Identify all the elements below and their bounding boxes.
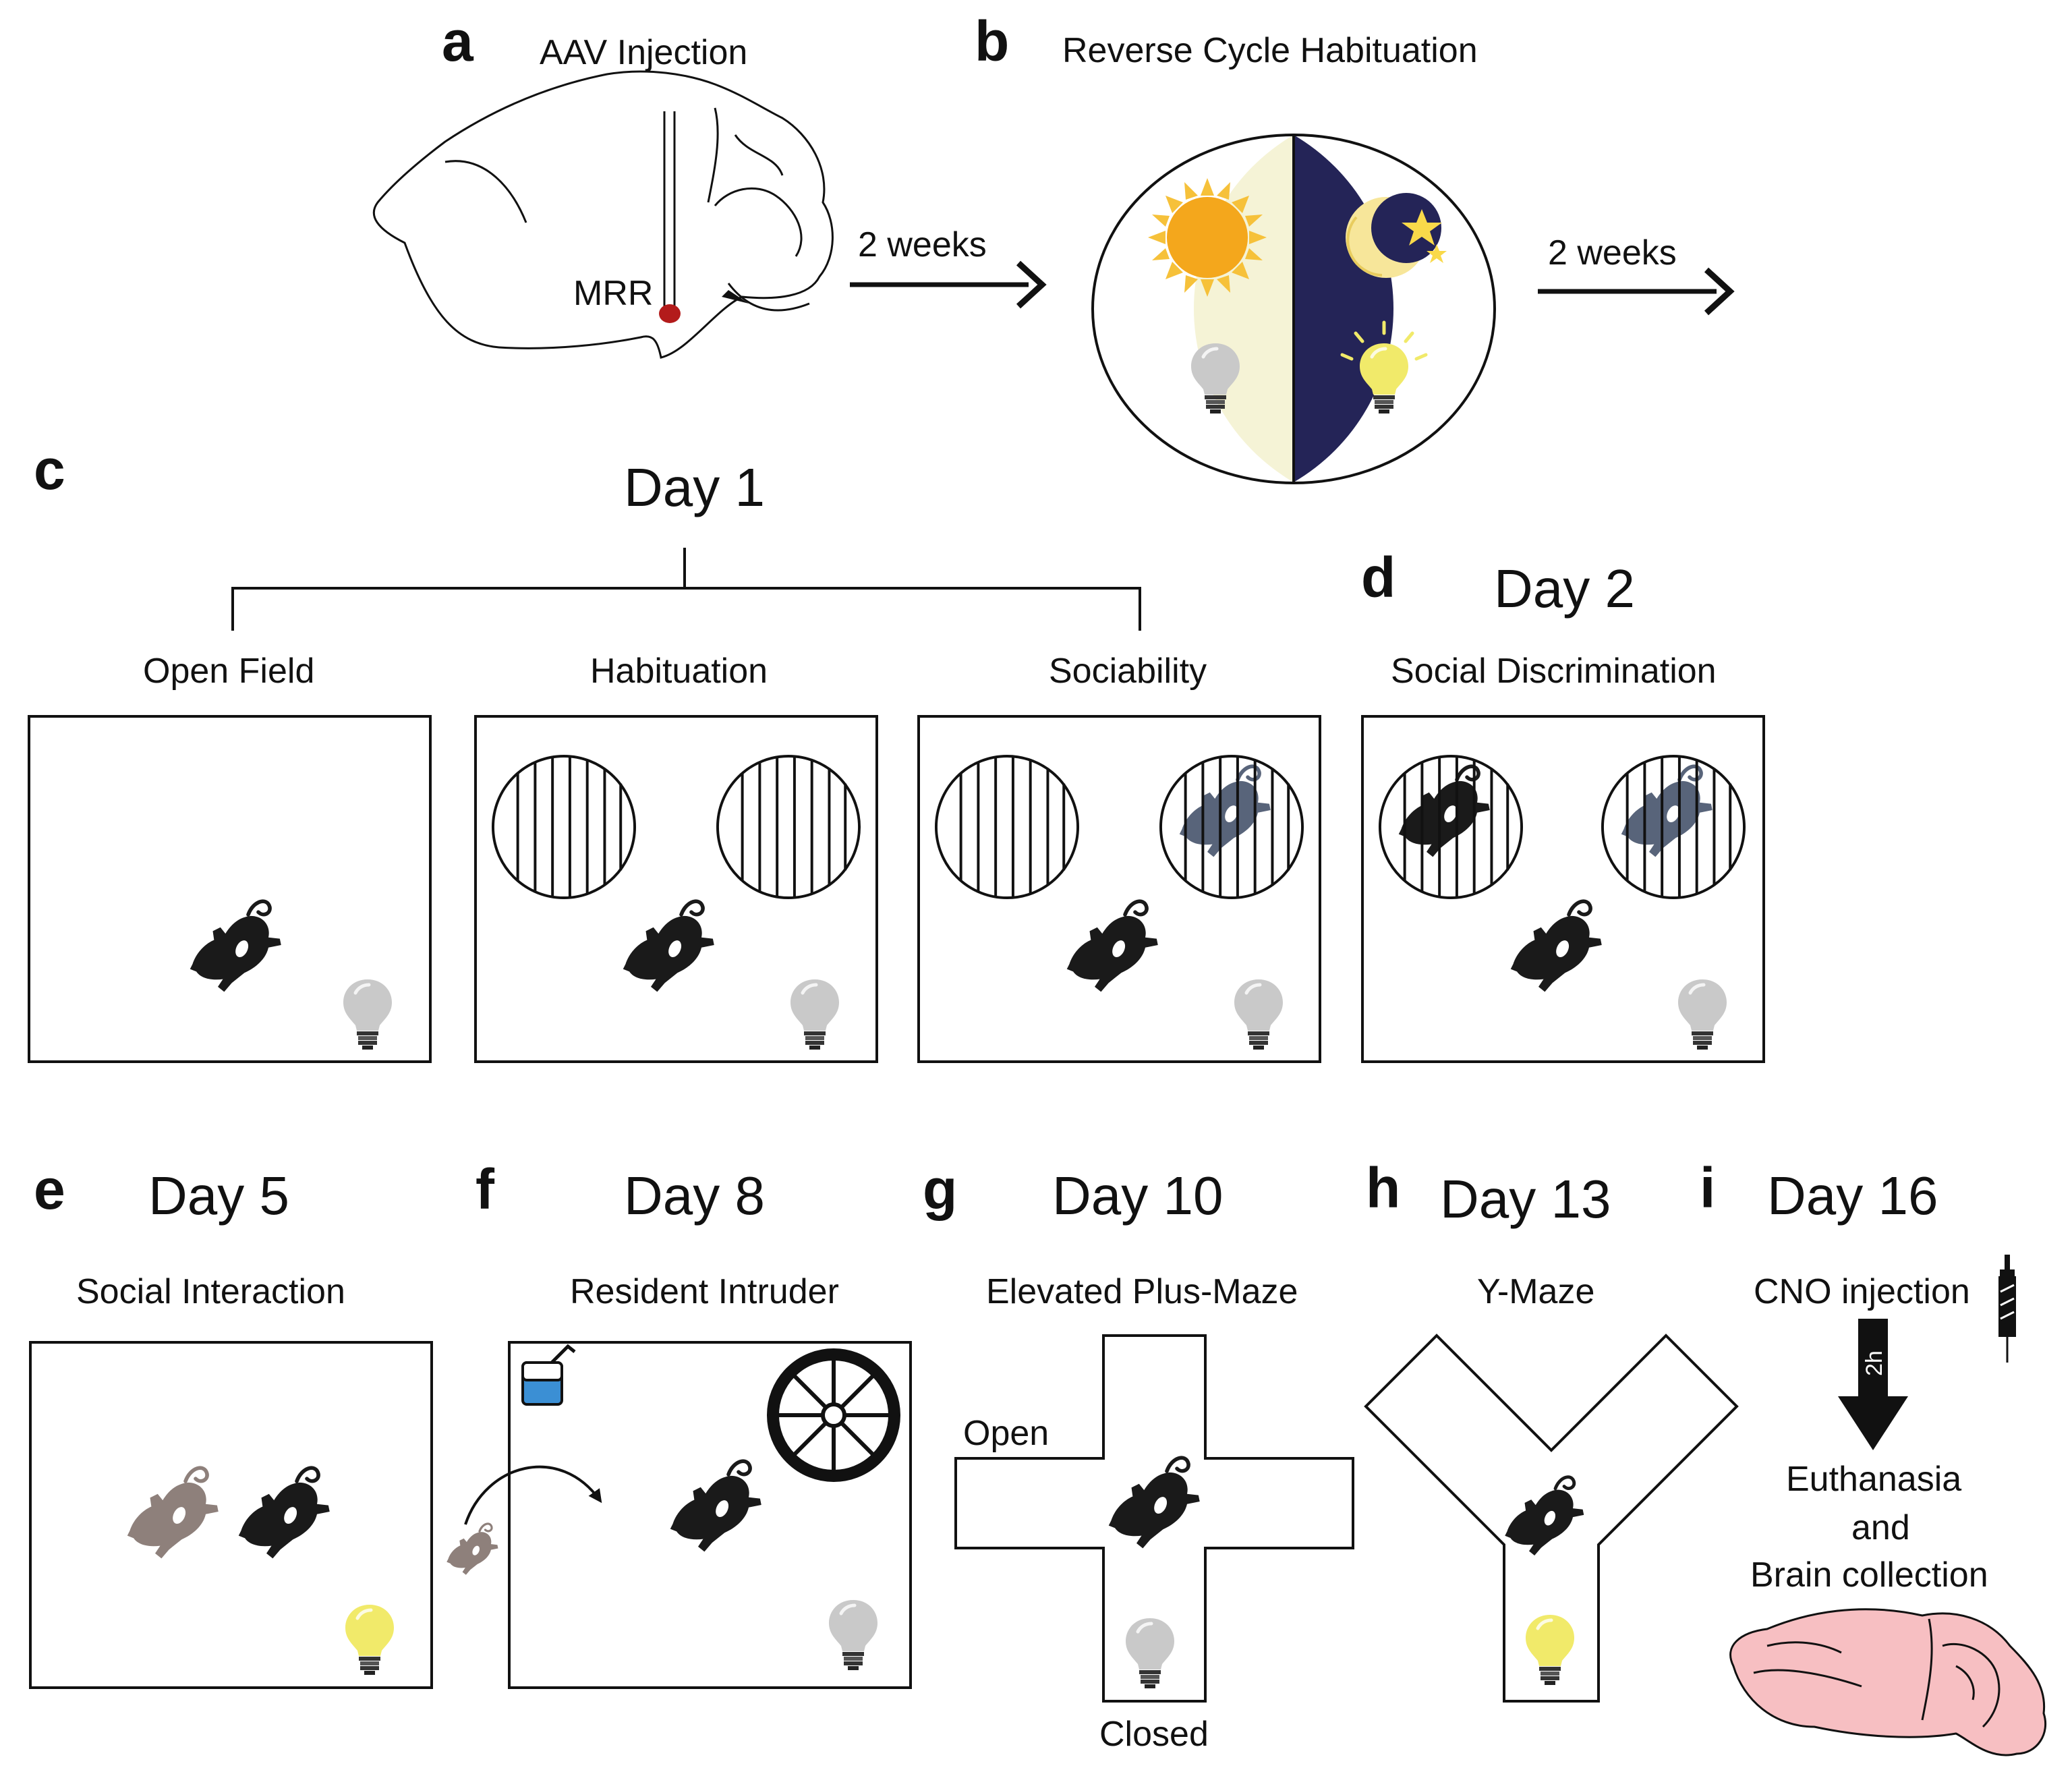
panel-a: a AAV Injection MRR 2 weeks — [372, 9, 1047, 359]
star-icon — [1427, 244, 1447, 263]
injection-site-dot — [659, 304, 681, 323]
panel-b: b Reverse Cycle Habituation — [975, 9, 1735, 484]
panel-a-title: AAV Injection — [540, 33, 747, 72]
intruder-mouse-icon — [445, 1522, 500, 1576]
syringe-icon — [1998, 1255, 2016, 1363]
panel-letter-d: d — [1361, 546, 1395, 609]
mrr-label: MRR — [573, 274, 653, 313]
intruder-entry-arrow — [464, 1465, 602, 1525]
panel-letter-f: f — [476, 1157, 495, 1221]
test-label-open-field: Open Field — [143, 652, 314, 691]
cno-injection-label: CNO injection — [1754, 1272, 1970, 1311]
day1-bracket — [231, 548, 1141, 631]
running-wheel-icon — [767, 1348, 900, 1482]
panel-g-day: Day 10 — [1052, 1166, 1223, 1226]
euthanasia-label: Euthanasia — [1786, 1460, 1961, 1499]
sun-icon — [1148, 178, 1267, 297]
interval-label: 2h — [1862, 1350, 1887, 1376]
panel-d: d Day 2 Social Discrimination — [1361, 546, 1765, 1063]
panel-letter-c: c — [34, 438, 65, 501]
test-label-habituation: Habituation — [590, 652, 768, 691]
open-arm-label: Open — [963, 1414, 1049, 1453]
panel-e-day: Day 5 — [148, 1166, 289, 1226]
test-label-resident-intruder: Resident Intruder — [570, 1272, 839, 1311]
test-label-y-maze: Y-Maze — [1477, 1272, 1594, 1311]
arrow-b-label: 2 weeks — [1548, 233, 1677, 273]
collected-brain-icon — [1729, 1608, 2047, 1756]
panel-c: c Day 1 Open Field Habituation Sociabili… — [28, 438, 1321, 1063]
test-label-sociability: Sociability — [1049, 652, 1207, 691]
water-bottle-icon — [521, 1344, 576, 1406]
panel-h: h Day 13 Y-Maze — [1364, 1156, 1739, 1703]
panel-letter-g: g — [923, 1157, 957, 1221]
panel-g: g Day 10 Elevated Plus-Maze Open Closed — [923, 1157, 1354, 1754]
panel-letter-e: e — [34, 1157, 65, 1221]
closed-arm-label: Closed — [1099, 1715, 1209, 1754]
test-label-elevated-plus-maze: Elevated Plus-Maze — [986, 1272, 1298, 1311]
interval-arrow — [1838, 1319, 1908, 1450]
panel-f: f Day 8 Resident Intruder — [445, 1157, 912, 1689]
panel-letter-h: h — [1366, 1156, 1400, 1220]
panel-i: i Day 16 CNO injection 2h Euthanasia and… — [1700, 1156, 2047, 1756]
panel-c-day: Day 1 — [624, 457, 765, 517]
panel-f-day: Day 8 — [624, 1166, 765, 1226]
panel-d-day: Day 2 — [1494, 559, 1635, 619]
star-icon — [1402, 209, 1442, 246]
arrow-a-label: 2 weeks — [858, 225, 987, 264]
panel-letter-i: i — [1700, 1156, 1715, 1220]
brain-collection-label: Brain collection — [1750, 1555, 1988, 1595]
panel-letter-b: b — [975, 9, 1009, 73]
panel-e: e Day 5 Social Interaction — [29, 1157, 433, 1689]
panel-letter-a: a — [442, 9, 474, 73]
test-label-social-interaction: Social Interaction — [76, 1272, 345, 1311]
moon-icon — [1346, 193, 1441, 278]
test-label-social-discrimination: Social Discrimination — [1391, 652, 1717, 691]
and-label: and — [1851, 1508, 1910, 1547]
sagittal-brain-outline — [372, 70, 834, 359]
panel-i-day: Day 16 — [1767, 1166, 1938, 1226]
dark-phase-half — [1294, 135, 1394, 482]
panel-b-title: Reverse Cycle Habituation — [1062, 31, 1478, 70]
bulb-on-icon — [1340, 320, 1428, 413]
panel-h-day: Day 13 — [1440, 1169, 1611, 1229]
